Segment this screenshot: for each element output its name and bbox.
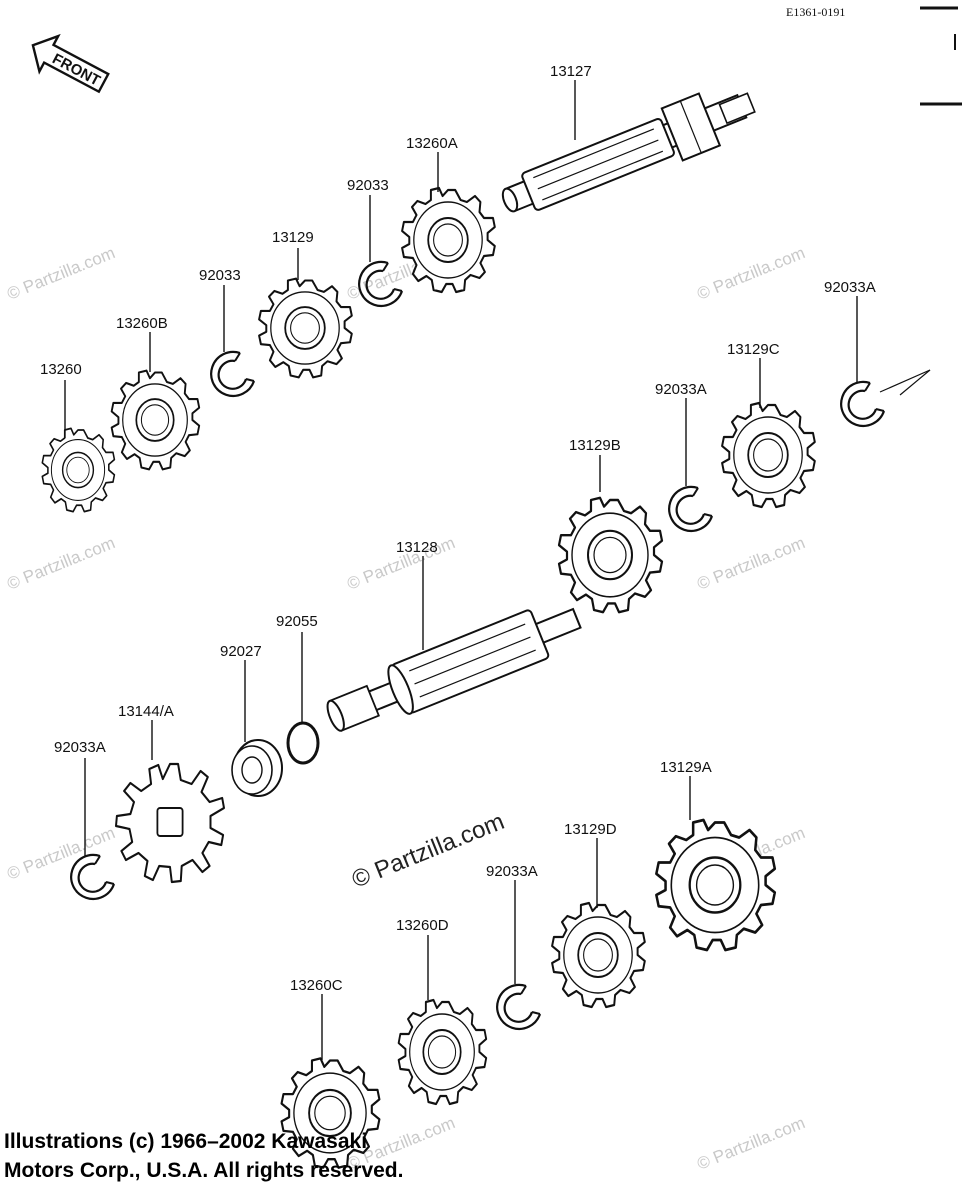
- part-label-13144a: 13144/A: [118, 703, 174, 720]
- part-label-92033a: 92033A: [824, 279, 876, 296]
- part-label-13260: 13260: [40, 361, 82, 378]
- part-label-13260b: 13260B: [116, 315, 168, 332]
- watermark: © Partzilla.com: [4, 243, 117, 304]
- part-label-92033a: 92033A: [655, 381, 707, 398]
- watermark: © Partzilla.com: [694, 1113, 807, 1174]
- part-label-92033a: 92033A: [486, 863, 538, 880]
- part-label-13260a: 13260A: [406, 135, 458, 152]
- o-ring-92055: [286, 721, 320, 765]
- diagram-code: E1361-0191: [786, 5, 845, 19]
- part-label-13127: 13127: [550, 63, 592, 80]
- gear-13129b: [557, 496, 664, 614]
- leader-arrow: [879, 369, 931, 393]
- watermark: © Partzilla.com: [694, 243, 807, 304]
- sprocket-13144a: [114, 762, 226, 884]
- circlip-92033a-mid: [668, 485, 714, 533]
- circlip-92033a-bottom: [496, 983, 542, 1031]
- part-label-13260d: 13260D: [396, 917, 449, 934]
- gear-13129d: [550, 901, 646, 1009]
- part-label-13129a: 13129A: [660, 759, 712, 776]
- part-label-13129d: 13129D: [564, 821, 617, 838]
- circlip-92033-lower: [210, 350, 256, 398]
- part-label-13129c: 13129C: [727, 341, 780, 358]
- part-label-13128: 13128: [396, 539, 438, 556]
- gear-13129c: [720, 401, 816, 509]
- watermark: © Partzilla.com: [4, 533, 117, 594]
- front-arrow-icon: FRONT: [31, 33, 110, 94]
- gear-13260a: [401, 186, 496, 294]
- gear-13260: [41, 427, 116, 513]
- watermark-main: © Partzilla.com: [348, 808, 508, 894]
- part-label-92055: 92055: [276, 613, 318, 630]
- shaft-13128: [326, 607, 582, 732]
- watermark: © Partzilla.com: [4, 823, 117, 884]
- gear-13260d: [397, 998, 488, 1106]
- gear-13129: [258, 277, 353, 379]
- leader-lines: [64, 80, 858, 1060]
- copyright-line-1: Illustrations (c) 1966–2002 Kawasaki: [4, 1130, 368, 1153]
- part-label-13129b: 13129B: [569, 437, 621, 454]
- gear-13260b: [110, 369, 201, 471]
- circlip-92033a-right: [840, 380, 886, 428]
- copyright-line-2: Motors Corp., U.S.A. All rights reserved…: [4, 1159, 404, 1182]
- part-label-13260c: 13260C: [290, 977, 343, 994]
- part-label-13129: 13129: [272, 229, 314, 246]
- gear-13129a: [654, 818, 777, 952]
- part-label-92033a: 92033A: [54, 739, 106, 756]
- watermark: © Partzilla.com: [694, 533, 807, 594]
- part-label-92033: 92033: [347, 177, 389, 194]
- part-label-92027: 92027: [220, 643, 262, 660]
- collar-92027: [231, 739, 283, 797]
- leader-arrow: [899, 369, 931, 396]
- shaft-13127: [501, 92, 756, 213]
- part-label-92033: 92033: [199, 267, 241, 284]
- circlip-92033a-left: [70, 853, 116, 901]
